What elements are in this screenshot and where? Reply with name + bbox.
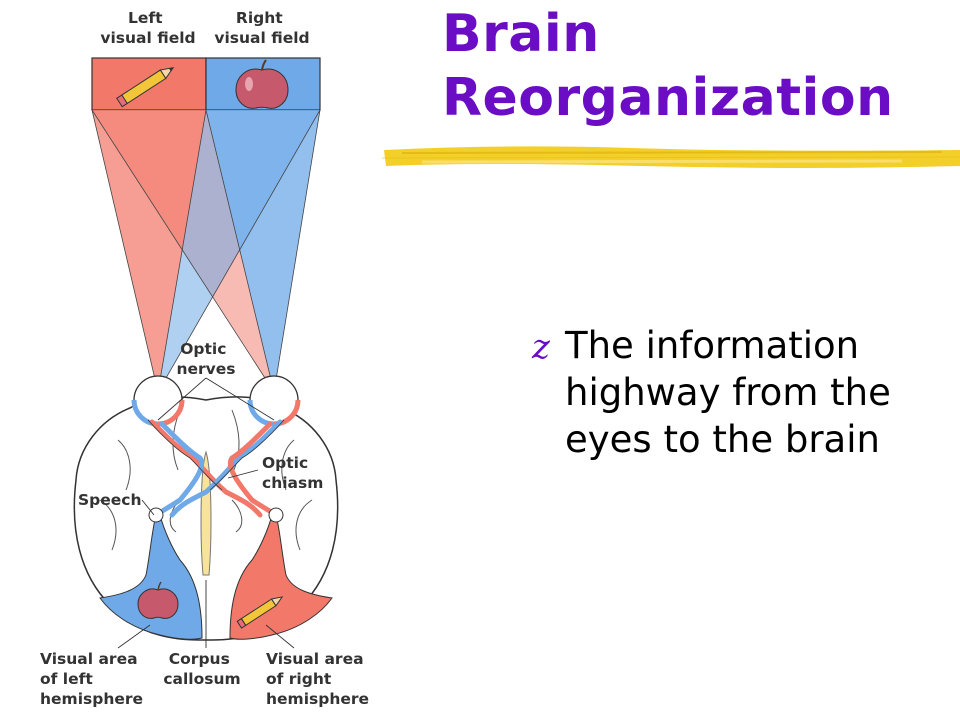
pencil-icon-right-hemisphere (236, 596, 284, 629)
right-field-projection-to-right-eye (206, 110, 320, 392)
visual-area-right-hemisphere-label: Visual area of right hemisphere (266, 650, 369, 708)
slide-title: Brain Reorganization (442, 2, 894, 130)
speech-label: Speech (78, 491, 142, 509)
optic-chiasm-label: Optic chiasm (262, 454, 323, 492)
left-visual-field-label: Left visual field (100, 9, 195, 47)
optic-nerves (149, 419, 283, 518)
leader-lines (117, 377, 295, 649)
bullet-marker: z (532, 327, 550, 367)
title-underline-brushstroke (382, 146, 960, 168)
apple-icon (235, 59, 289, 109)
visual-area-left-hemisphere-label: Visual area of left hemisphere (40, 650, 143, 708)
right-visual-field-label: Right visual field (214, 9, 309, 47)
pencil-icon (116, 66, 175, 108)
bullet-text: The information highway from the eyes to… (565, 324, 891, 461)
projection-lines (91, 109, 321, 393)
corpus-callosum-label: Corpus callosum (163, 650, 240, 688)
right-visual-area-region (229, 514, 333, 640)
optic-nerves-label: Optic nerves (176, 340, 235, 378)
optic-nerve-outlines (147, 419, 285, 491)
title-line-2: Reorganization (442, 68, 894, 128)
corpus-callosum (200, 450, 212, 576)
title-line-1: Brain (442, 4, 600, 64)
visual-pathway-diagram: Left visual field Right visual field (40, 9, 369, 708)
apple-icon-left-hemisphere (137, 581, 179, 619)
